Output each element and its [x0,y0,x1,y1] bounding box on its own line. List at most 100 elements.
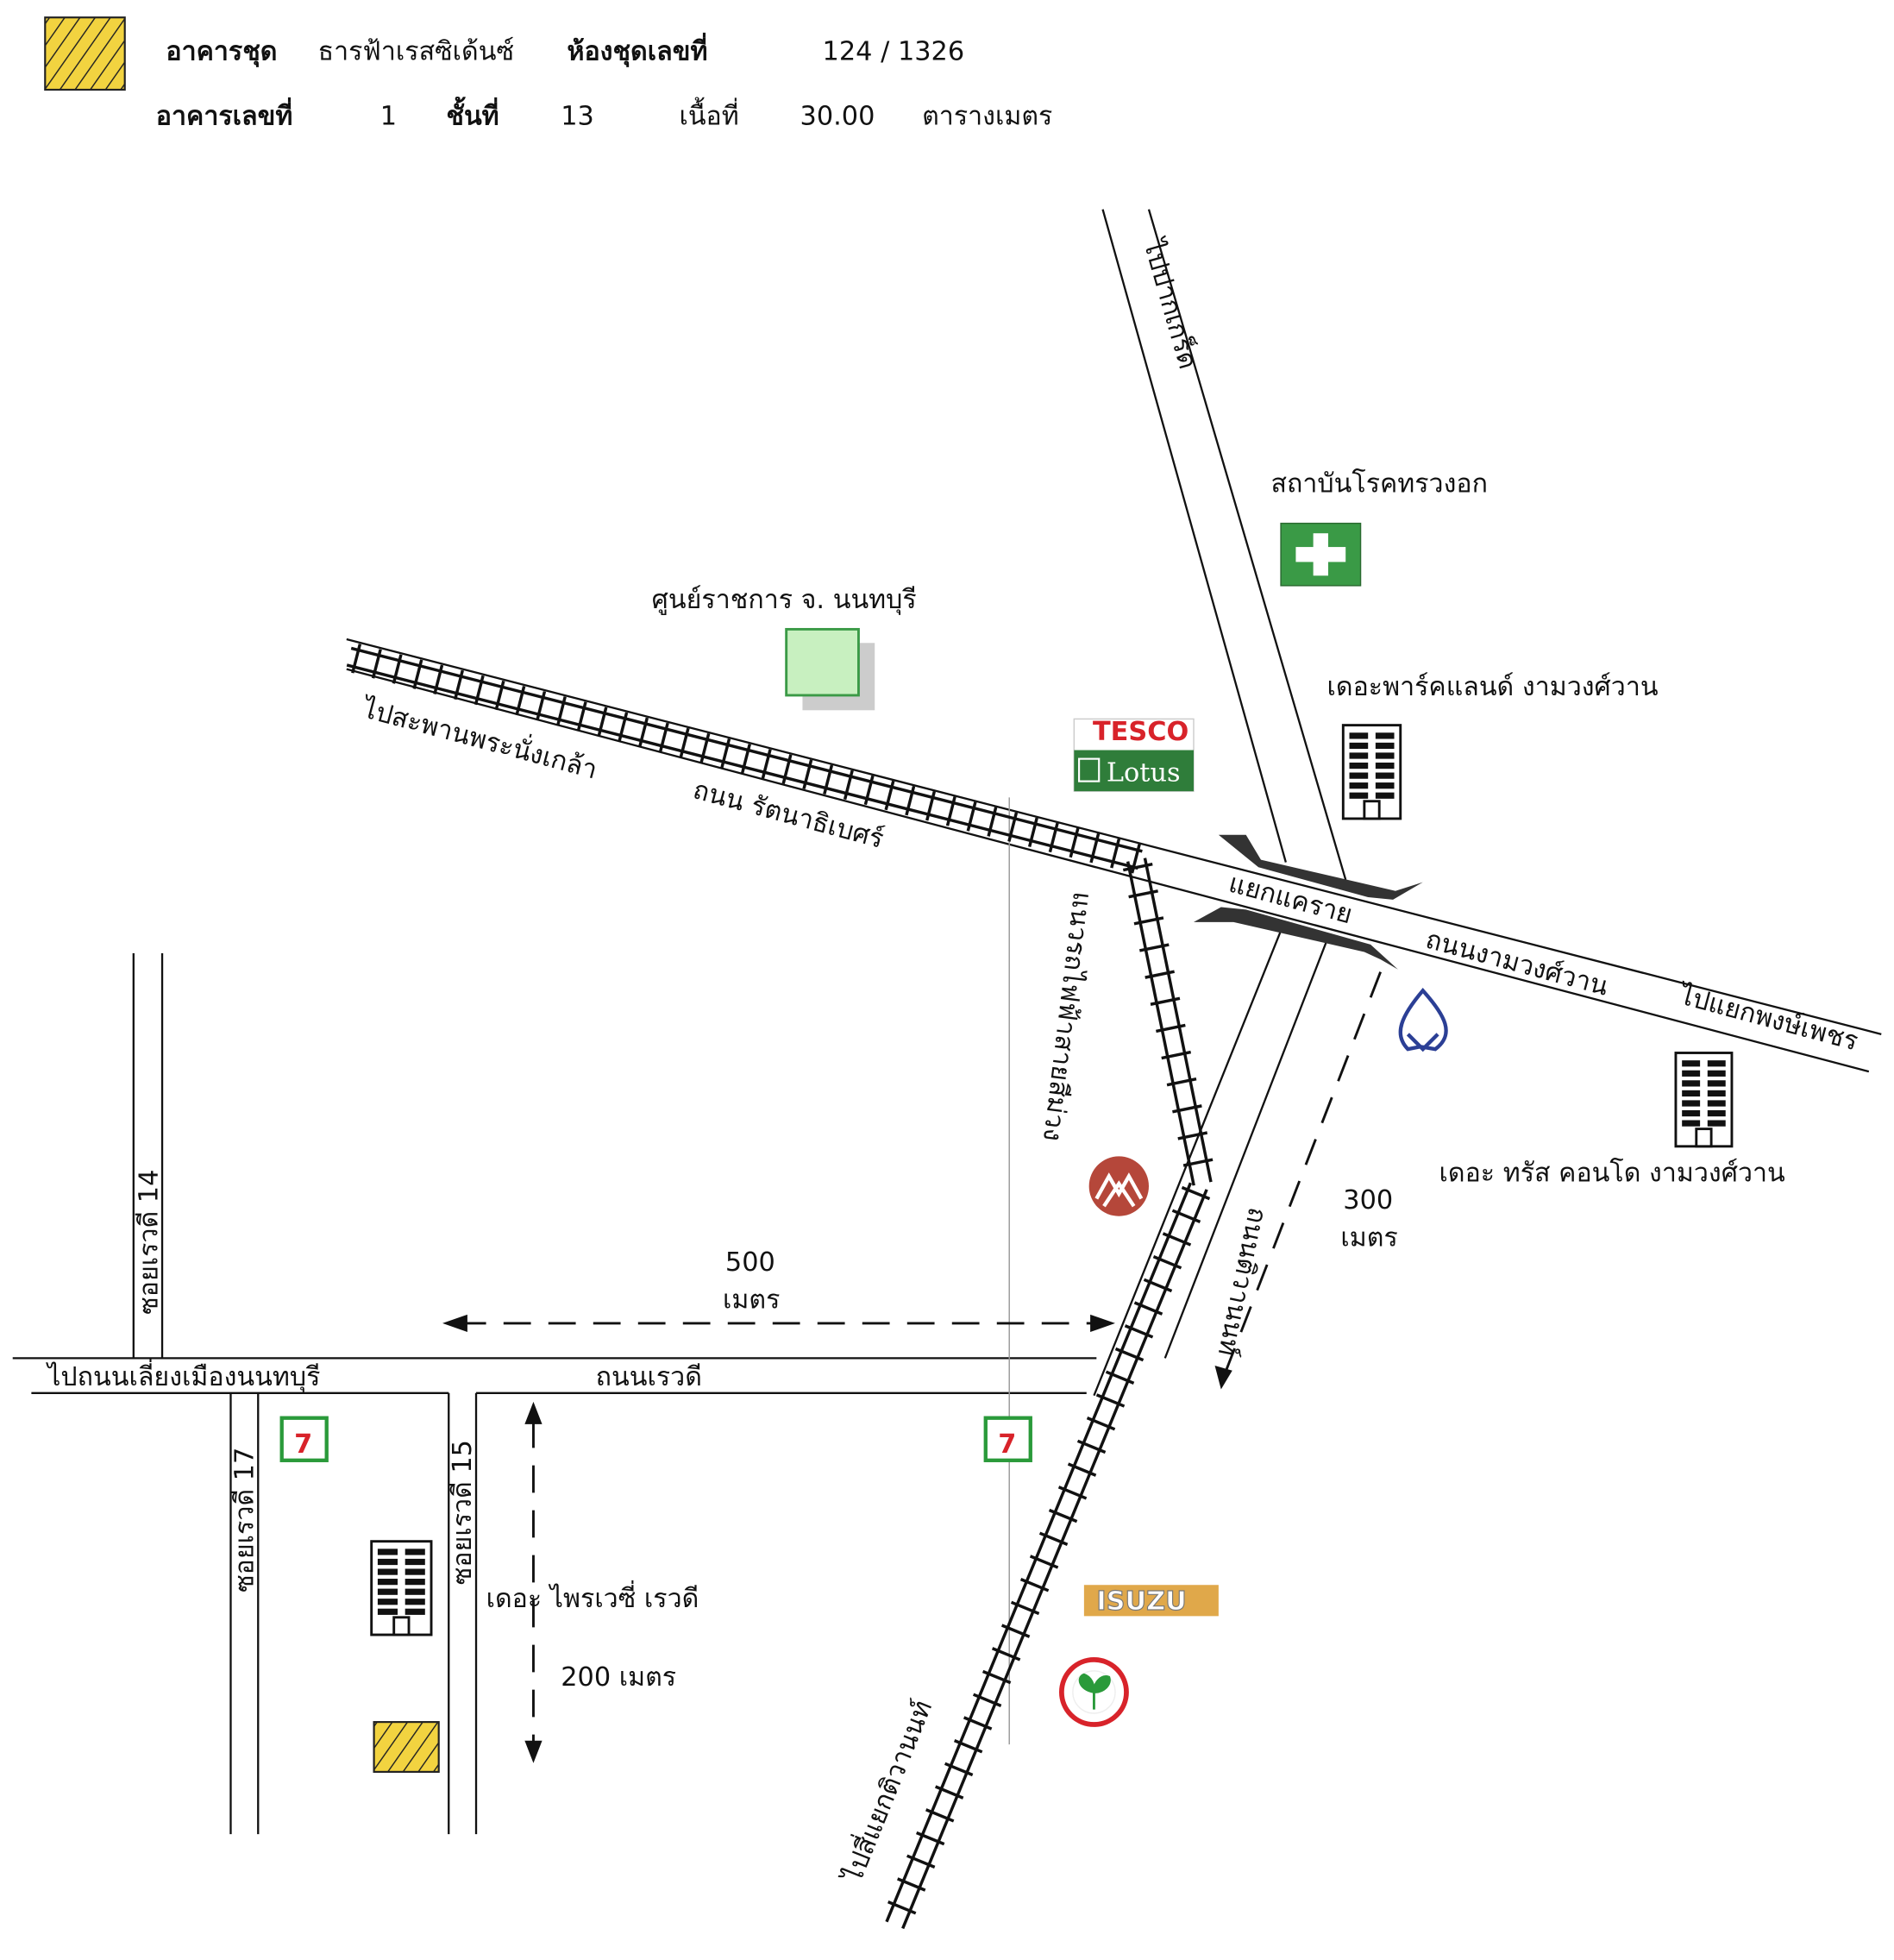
rail-tie [1152,1255,1182,1270]
rail-tie [823,764,834,795]
rail-tie [1057,1486,1088,1500]
rail-line [1126,861,1195,1186]
rail-tie [412,659,423,689]
rail-tie [1181,1185,1211,1201]
rail-tie [494,680,505,711]
target-property-icon [373,1721,440,1773]
rattanathibet-road-label: ถนน รัตนาธิเบศร์ [690,775,887,855]
rail-line [350,646,1143,853]
to-tiwanon-junction-label: ไปสี่แยกติวานนท์ [833,1694,938,1888]
condo-building-icon [1674,1052,1734,1148]
rail-tie [1128,889,1158,899]
unit-number: 124 / 1326 [823,36,965,66]
rail-tie [1029,1555,1059,1569]
rail-tie [699,732,711,763]
rail-tie [1166,1077,1197,1087]
rail-tie [638,717,649,748]
rail-tie [843,770,854,801]
rail-tie [1007,812,1019,842]
rail-tie [1171,1209,1201,1223]
rail-tie [1177,1131,1208,1140]
distance-500-unit: เมตร [723,1285,780,1316]
rail-tie [761,749,772,779]
tiwanon-road-label: ถนนติวานนท์ [1212,1204,1273,1358]
railways [346,644,1214,1930]
seven-eleven-icon: 7 [983,1416,1032,1462]
rail-tie [884,780,895,811]
rail-tie [863,775,875,806]
distance-500-value: 500 [725,1247,775,1278]
svg-text:7: 7 [294,1429,312,1460]
rail-tie [905,785,916,816]
rail-tie [945,796,956,826]
rail-tie [1124,1324,1154,1339]
rail-tie [597,707,608,737]
rail-tie [1122,862,1153,872]
condo-building-icon [370,1540,433,1636]
rail-tie [1086,1417,1116,1431]
to-bypass-label: ไปถนนเลี่ยงเมืองนนทบุรี [45,1358,320,1393]
rail-tie [740,744,751,774]
distance-300-unit: เมตร [1340,1222,1397,1253]
rail-tie [781,754,793,784]
rail-tie [906,1854,936,1869]
rail-tie [963,1716,993,1731]
hospital-icon [1280,522,1362,587]
distance-300-value: 300 [1343,1185,1393,1216]
rail-tie [1076,1439,1107,1454]
area-value: 30.00 [800,101,875,131]
rail-tie [679,727,690,758]
area-unit: ตารางเมตร [922,101,1052,131]
rail-tie [925,791,937,821]
rail-tie [887,1900,917,1915]
svg-text:7: 7 [998,1429,1016,1460]
rail-tie [1069,827,1080,858]
rail-tie [618,712,629,742]
floor-label: ชั้นที่ [446,96,499,131]
rail-tie [1067,1462,1097,1477]
trust-condo-label: เดอะ ทรัส คอนโด งามวงศ์วาน [1439,1157,1785,1188]
building-name: ธารฟ้าเรสซิเด้นซ์ [318,36,514,66]
rail-tie [1138,943,1170,952]
rail-tie [972,1693,1002,1707]
legend-target-icon [44,16,126,91]
rail-tie [1182,1158,1214,1167]
rail-tie [1095,1393,1126,1408]
rail-tie [1172,1104,1202,1114]
purple-line-label: แนวรถไฟฟ้าสายสีม่วง [1037,890,1098,1143]
building-label: อาคารชุด [166,36,277,67]
soi-15-label: ซอยเรวดี 15 [448,1440,478,1585]
svg-text:ISUZU: ISUZU [1096,1586,1186,1617]
ngamwongwan-road-line [346,638,1882,1035]
krungsri-icon [1088,1156,1149,1216]
rail-tie [351,644,362,674]
to-pak-kret-label: ไปปากเกร็ด [1137,234,1205,373]
rail-tie [1110,839,1121,869]
soi-17-label: ซอยเรวดี 17 [229,1448,260,1592]
isuzu-logo: ISUZU [1083,1585,1219,1618]
rail-tie [1162,1232,1192,1247]
rail-tie [987,807,998,837]
rail-tie [1019,1578,1050,1592]
rail-tie [1089,832,1101,864]
rail-tie [1000,1624,1031,1638]
rewadi-road-label: ถนนเรวดี [596,1362,702,1392]
area-label: เนื้อที่ [679,97,738,131]
rail-tie [981,1669,1012,1685]
pak-kret-road-line [1147,209,1347,881]
tesco-lotus-logo: TESCO Lotus [1073,717,1195,792]
distance-200-label: 200 เมตร [561,1662,676,1693]
tiwanon-road-line [1163,936,1330,1359]
building-no-label: อาคารเลขที่ [156,97,293,131]
rail-tie [934,1785,964,1800]
rail-tie [1114,1347,1145,1362]
distance-300-line [1225,971,1382,1372]
rail-tie [454,669,464,700]
floor-value: 13 [561,101,594,131]
svg-text:TESCO: TESCO [1093,717,1188,747]
rail-tie [1156,1023,1186,1033]
rail-line [1143,858,1213,1183]
rail-tie [433,664,444,694]
rail-tie [576,701,587,732]
